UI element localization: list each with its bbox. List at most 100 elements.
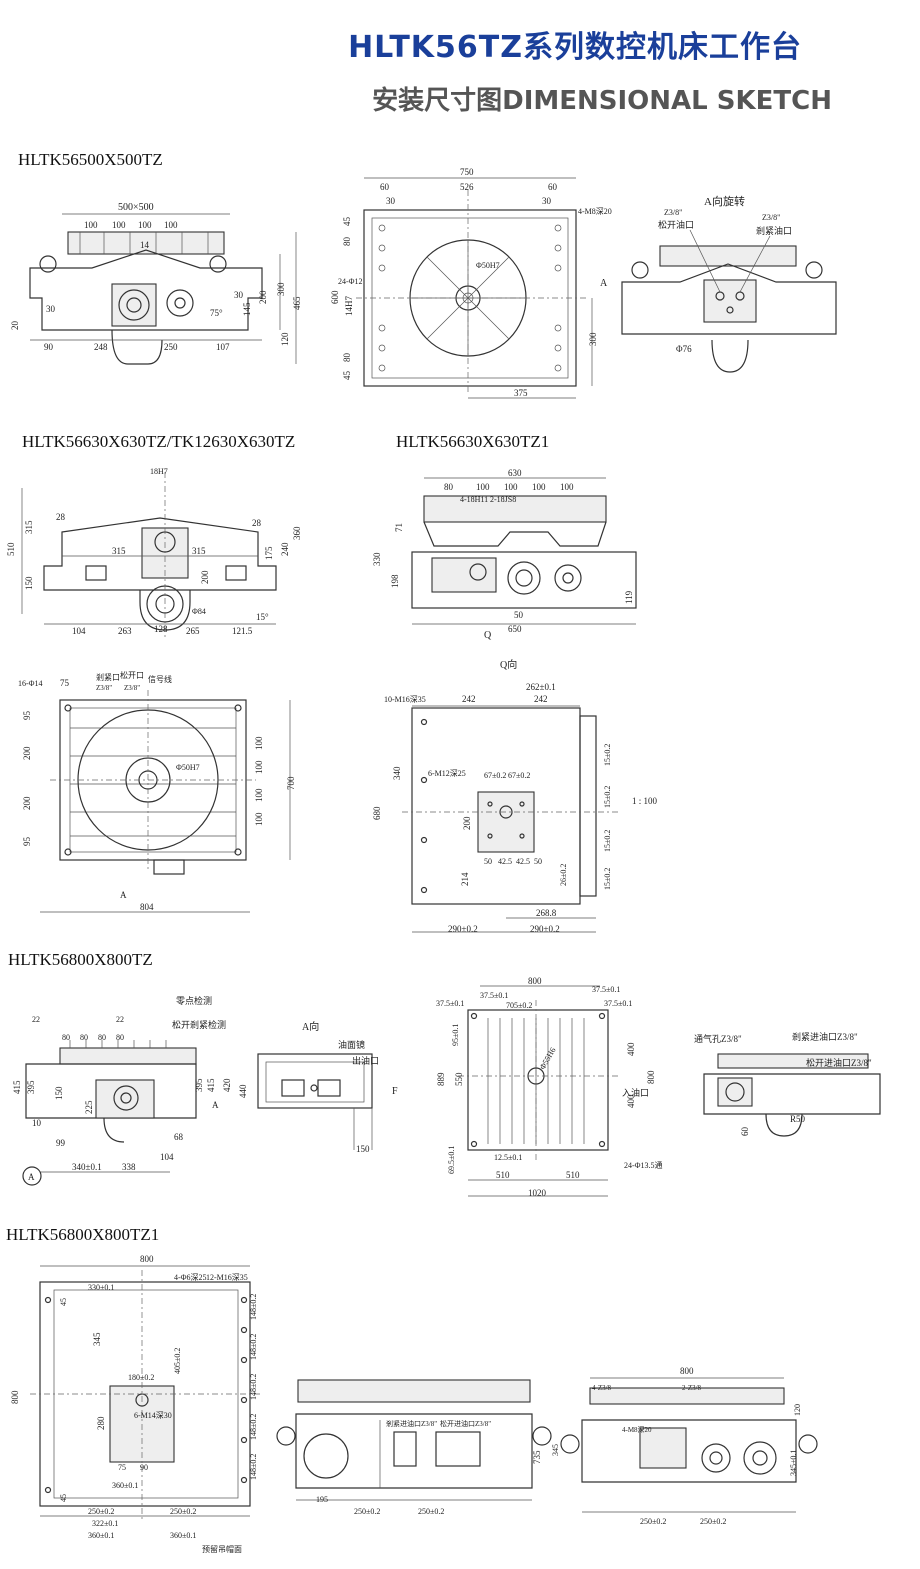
- drawing-500-top-view: 750 60 526 60 30 30 4-M8深20 45 80 24-Φ12…: [330, 167, 612, 399]
- dim-r50: R50: [790, 1114, 806, 1124]
- dim-60-a: 60: [380, 182, 390, 192]
- label-a-direction-800: A向: [302, 1020, 319, 1033]
- dim-24-phi13-5: 24-Φ13.5通: [624, 1160, 663, 1170]
- dim-315-v: 315: [24, 520, 34, 534]
- dim-100-b: 100: [112, 220, 126, 230]
- section-label-s5: HLTK56800X800TZ1: [6, 1225, 160, 1244]
- label-vent-hole: 通气孔Z3/8": [694, 1033, 742, 1044]
- dim-250-side-b: 250±0.2: [418, 1507, 444, 1516]
- dim-99: 99: [56, 1138, 66, 1148]
- dim-80-800-c: 80: [98, 1033, 106, 1042]
- dim-148-a: 148±0.2: [249, 1294, 258, 1320]
- dim-1020: 1020: [528, 1188, 547, 1198]
- dim-50-q-a: 50: [484, 857, 492, 866]
- dim-22-b: 22: [116, 1015, 124, 1024]
- dim-80-800-d: 80: [116, 1033, 124, 1042]
- dim-75: 75: [60, 678, 70, 688]
- dim-395-a: 395: [26, 1080, 36, 1094]
- dim-262: 262±0.1: [526, 682, 556, 692]
- dim-6-m12: 6-M12深25: [428, 769, 466, 778]
- dim-phi84: Φ84: [192, 607, 206, 616]
- label-4-z38: 4-Z3/8: [592, 1384, 612, 1392]
- dim-263: 263: [118, 626, 132, 636]
- dim-75deg: 75°: [210, 308, 223, 318]
- label-f: F: [392, 1086, 398, 1097]
- dim-148-b: 148±0.2: [249, 1334, 258, 1360]
- dim-148-c: 148±0.2: [249, 1374, 258, 1400]
- dim-69-5: 69.5±0.1: [447, 1146, 456, 1174]
- section-label-s2: HLTK56630X630TZ/TK12630X630TZ: [22, 432, 296, 451]
- drawing-630-top-view: 16-Φ14 75 剎紧口 松开口 信号线 Z3/8" Z3/8" 95 200…: [18, 670, 296, 913]
- dim-345-right: 345±0.1: [789, 1450, 798, 1476]
- dim-4-m8-right: 4-M8深20: [622, 1425, 652, 1434]
- dim-200: 200: [258, 290, 268, 304]
- dim-80-tz1: 80: [444, 482, 454, 492]
- dim-400-b: 400: [626, 1094, 636, 1108]
- dim-20: 20: [10, 321, 20, 331]
- dim-100-tz1-c: 100: [532, 482, 546, 492]
- drawing-500-side-view: 500×500 100 100 100 100 14 300 465 200 1…: [10, 202, 302, 365]
- dim-150-800: 150: [54, 1086, 64, 1100]
- dim-510: 510: [6, 542, 16, 556]
- drawing-800tz1-side-view: 剎紧进油口Z3/8" 松开进油口Z3/8" 735 345 195 250±0.…: [276, 1379, 560, 1516]
- dim-42-5-b: 42.5: [516, 857, 530, 866]
- dim-15deg: 15°: [256, 612, 269, 622]
- dim-119: 119: [624, 590, 634, 604]
- dim-6-m14: 6-M14深30: [134, 1411, 172, 1420]
- dim-75-tz1: 75: [118, 1463, 126, 1472]
- dim-128: 128: [154, 624, 168, 634]
- label-clamp-inlet-tz1: 剎紧进油口Z3/8": [386, 1419, 437, 1428]
- dim-600: 600: [330, 290, 340, 304]
- dim-360-a: 360±0.1: [112, 1481, 138, 1490]
- dim-750: 750: [460, 167, 474, 177]
- dim-phi50-630: Φ50H7: [176, 763, 200, 772]
- dim-214: 214: [460, 872, 470, 886]
- dim-510-b: 510: [566, 1170, 580, 1180]
- dim-148-d: 148±0.2: [249, 1414, 258, 1440]
- dim-200-q: 200: [462, 816, 472, 830]
- page-subtitle: 安装尺寸图DIMENSIONAL SKETCH: [372, 86, 832, 116]
- dim-265: 265: [186, 626, 200, 636]
- dim-705: 705±0.2: [506, 1001, 532, 1010]
- label-clamp-inlet: 剎紧进油口Z3/8": [792, 1031, 858, 1042]
- dim-71: 71: [394, 523, 404, 532]
- dim-30-top-a: 30: [386, 196, 396, 206]
- dim-30-a: 30: [46, 304, 56, 314]
- dim-200-a: 200: [22, 746, 32, 760]
- dim-28-a: 28: [56, 512, 66, 522]
- dim-338: 338: [122, 1162, 136, 1172]
- dim-45-b: 45: [342, 371, 352, 381]
- dim-100-tz1-b: 100: [504, 482, 518, 492]
- dim-42-5-a: 42.5: [498, 857, 512, 866]
- dim-50-q-b: 50: [534, 857, 542, 866]
- label-release-inlet-tz1: 松开进油口Z3/8": [440, 1419, 491, 1428]
- drawing-800tz1-right-view: 800 4-Z3/8 2-Z3/8 120 345±0.1 4-M8深20 25…: [560, 1366, 818, 1526]
- dim-322: 322±0.1: [92, 1519, 118, 1528]
- dim-60-b: 60: [548, 182, 558, 192]
- dim-395-b: 395: [194, 1078, 204, 1092]
- dim-150: 150: [24, 576, 34, 590]
- dim-14h7: 14H7: [344, 296, 354, 316]
- dim-50: 50: [514, 610, 524, 620]
- dim-375: 375: [514, 388, 528, 398]
- dim-107: 107: [216, 342, 230, 352]
- dim-95-800: 95±0.1: [451, 1024, 460, 1046]
- label-z38-b: Z3/8": [762, 213, 780, 222]
- dim-80-a: 80: [342, 237, 352, 247]
- drawing-630-side-view: 18H7 510 315 28 28 360 240 175 150 315 3…: [6, 467, 302, 640]
- dim-360-c: 360±0.1: [170, 1531, 196, 1540]
- dim-12-m16: 12-M16深35: [206, 1273, 248, 1282]
- dim-250: 250: [164, 342, 178, 352]
- dim-68: 68: [174, 1132, 184, 1142]
- dim-345: 345: [92, 1332, 102, 1346]
- dim-735: 735: [532, 1450, 542, 1464]
- dim-10-m16: 10-M16深35: [384, 695, 426, 704]
- dim-100-v-b: 100: [254, 760, 264, 774]
- dim-100-c: 100: [138, 220, 152, 230]
- dim-315-h-a: 315: [112, 546, 126, 556]
- drawing-q-direction-view: Q向 262±0.1 242 242 10-M16深35 340 6-M12深2…: [372, 658, 658, 934]
- dim-280: 280: [96, 1416, 106, 1430]
- dim-phi50-top: Φ50H7: [476, 261, 500, 270]
- dim-45-tz1-b: 45: [59, 1494, 68, 1502]
- drawing-500-a-view: A向旋转 Z3/8" 松开油口 Z3/8" 剎紧油口 Φ76: [621, 194, 837, 373]
